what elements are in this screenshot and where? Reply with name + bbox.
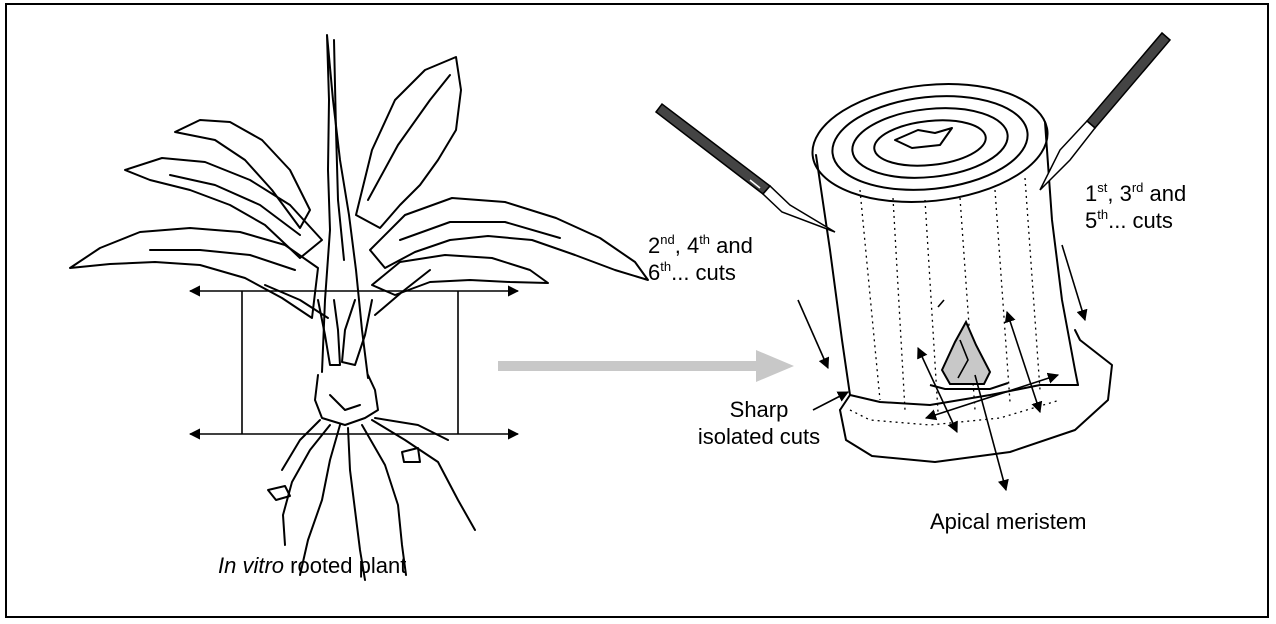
even-cuts-arrow — [798, 300, 828, 368]
vertical-cut-arrow-2 — [1007, 312, 1040, 412]
apical-meristem-label: Apical meristem — [930, 508, 1086, 535]
sharp-cuts-label: Sharp isolated cuts — [674, 396, 844, 450]
explant-arrows — [798, 245, 1085, 490]
even-cuts-label: 2nd, 4th and 6th... cuts — [648, 232, 753, 286]
scalpel-right — [1040, 33, 1170, 190]
process-arrow — [498, 350, 794, 382]
horizontal-cut-arrow — [926, 375, 1058, 418]
plant-cut-lines — [190, 291, 518, 434]
explant-left-side — [816, 155, 850, 410]
apical-meristem-shape — [930, 322, 1008, 389]
odd-cuts-label: 1st, 3rd and 5th... cuts — [1085, 180, 1186, 234]
plant-caption: In vitro rooted plant — [218, 552, 406, 579]
explant-top-ring — [807, 73, 1054, 213]
plant-root — [283, 425, 330, 545]
rooted-plant-drawing — [70, 35, 648, 580]
explant-drawing — [807, 73, 1112, 462]
plant-leaf — [70, 228, 318, 318]
plant-leaf — [370, 198, 648, 280]
sharp-cuts-line-1: Sharp — [674, 396, 844, 423]
plant-leaf — [356, 57, 461, 228]
odd-cuts-arrow — [1062, 245, 1085, 320]
scalpel-left — [656, 104, 835, 232]
plant-base — [315, 375, 378, 425]
upper-diag-arrow — [938, 300, 944, 307]
plant-stem — [322, 35, 368, 378]
sharp-cuts-line-2: isolated cuts — [674, 423, 844, 450]
